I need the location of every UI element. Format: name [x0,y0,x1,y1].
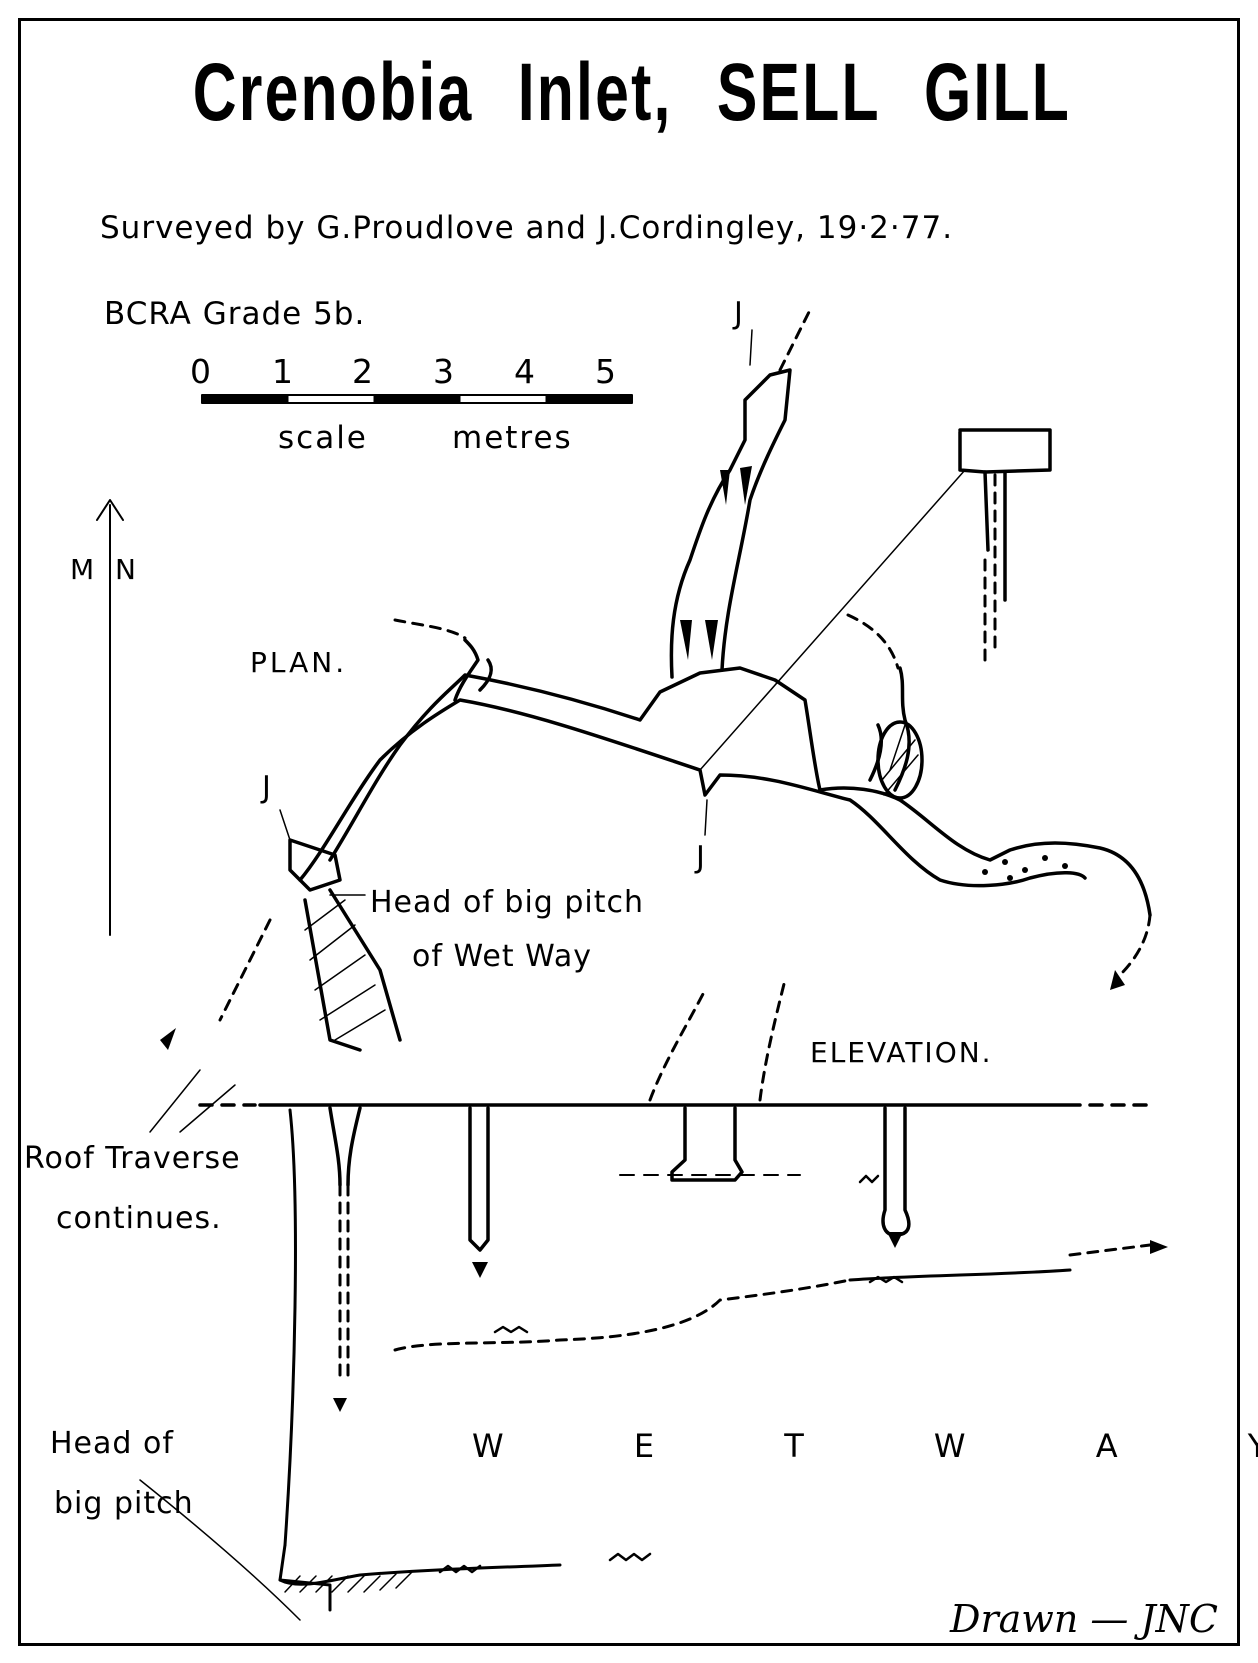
pitch-floor-hatching [284,1571,413,1593]
stream-symbols [438,1174,904,1574]
scale-tick-1: 1 [272,352,293,391]
drawn-credit: Drawn — JNC [950,1597,1219,1641]
wet-way-label: W E T W A Y [472,1427,1258,1465]
pitch-triangles [680,466,752,660]
elevation-lower-passage [278,1108,1072,1612]
scale-tick-2: 2 [352,352,373,391]
flow-arrows [160,970,1168,1412]
roof-traverse-note: Roof Traverse continues. [24,1132,241,1246]
survey-credit: Surveyed by G.Proudlove and J.Cordingley… [100,210,954,246]
scale-tick-0: 0 [190,352,211,391]
junction-label-top: J [734,296,743,331]
north-arrow-icon [96,499,124,936]
map-title: Crenobia Inlet, SELL GILL [192,47,1072,138]
roof-traverse-line2: continues. [56,1201,222,1236]
rock-hatching [304,724,919,1041]
plan-pitch-note-line2: of Wet Way [412,939,592,974]
north-label: M N [70,553,143,586]
scale-tick-3: 3 [433,352,454,391]
sand-deposit [982,855,1068,881]
elevation-shafts [328,1106,911,1252]
scale-tick-5: 5 [595,352,616,391]
plan-passage [288,368,1152,1052]
survey-grade: BCRA Grade 5b. [104,296,366,332]
plan-pitch-note: Head of big pitch of Wet Way [370,876,644,984]
plan-pitch-note-line1: Head of big pitch [370,885,645,920]
map-border [18,18,1240,1646]
plan-label: PLAN. [250,646,348,679]
elevation-label: ELEVATION. [810,1036,993,1069]
scale-bar-graphic [201,394,633,404]
scale-unit-label: metres [452,420,573,456]
section-line [699,469,966,771]
big-pitch-line1: Head of [50,1426,174,1461]
junction-label-left: J [262,770,271,805]
roof-traverse-line1: Roof Traverse [24,1141,241,1176]
leader-lines [139,329,753,1621]
elevation-dashed [338,978,1152,1382]
scale-label: scale [278,420,368,456]
plan-dashed-passages [218,308,1152,1022]
scale-tick-4: 4 [514,352,535,391]
junction-label-middle: J [696,840,705,875]
